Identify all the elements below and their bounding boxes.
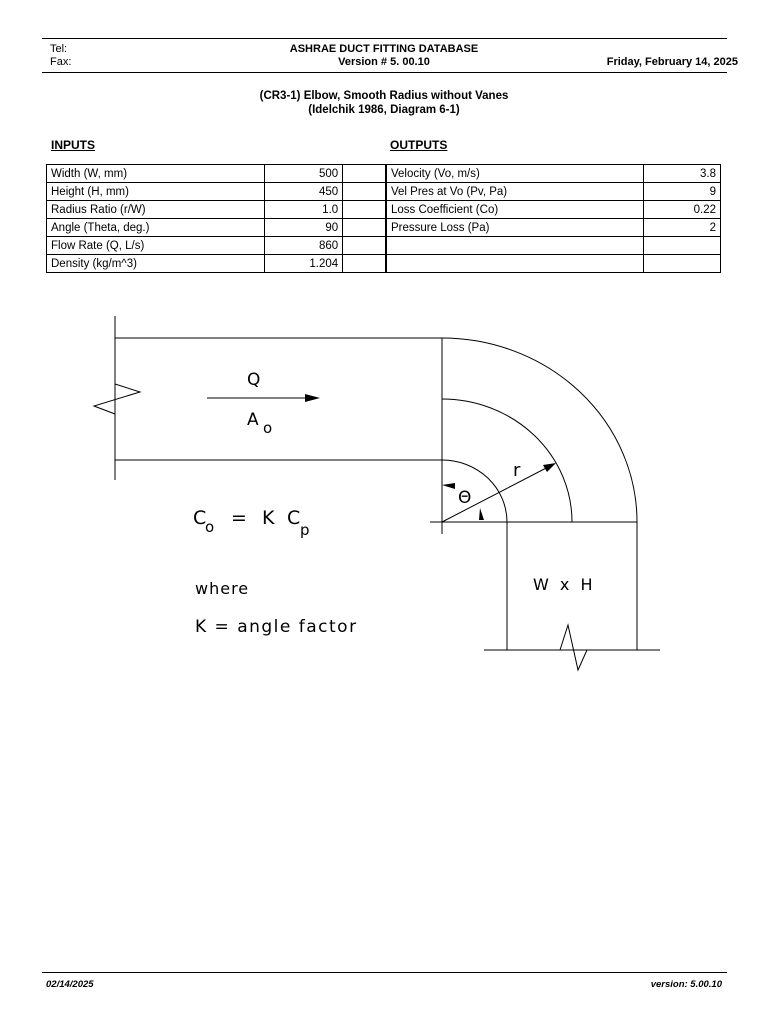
table-row [385, 236, 721, 255]
output-value: 0.22 [643, 200, 721, 219]
empty-cell [342, 218, 386, 237]
input-label: Width (W, mm) [45, 164, 266, 183]
footer-version: version: 5.00.10 [650, 979, 722, 990]
input-value: 90 [264, 218, 344, 237]
formula-base-coefficient: C [287, 507, 300, 529]
output-label: Pressure Loss (Pa) [385, 218, 645, 237]
inputs-heading: INPUTS [51, 138, 96, 152]
table-row: Velocity (Vo, m/s) 3.8 [385, 164, 721, 183]
table-row: Loss Coefficient (Co) 0.22 [385, 200, 721, 219]
output-value [643, 236, 721, 255]
table-row: Angle (Theta, deg.) 90 [45, 218, 386, 237]
radius-symbol: r [513, 460, 521, 481]
input-label: Height (H, mm) [45, 182, 266, 201]
area-symbol: A [247, 410, 259, 430]
fitting-title: (CR3-1) Elbow, Smooth Radius without Van… [259, 90, 509, 102]
empty-cell [342, 254, 386, 273]
database-title: ASHRAE DUCT FITTING DATABASE [289, 43, 479, 55]
table-row [385, 254, 721, 273]
angle-tick-horizontal [479, 508, 484, 520]
output-value: 3.8 [643, 164, 721, 183]
output-value: 9 [643, 182, 721, 201]
empty-cell [342, 164, 386, 183]
formula-equals: = [231, 507, 247, 529]
footer-date: 02/14/2025 [46, 979, 94, 990]
output-label: Vel Pres at Vo (Pv, Pa) [385, 182, 645, 201]
input-value: 500 [264, 164, 344, 183]
output-label [385, 236, 645, 255]
table-row: Radius Ratio (r/W) 1.0 [45, 200, 386, 219]
empty-cell [342, 182, 386, 201]
radius-line [441, 464, 553, 523]
outputs-table: Velocity (Vo, m/s) 3.8 Vel Pres at Vo (P… [385, 164, 721, 273]
angle-symbol: Θ [458, 488, 471, 508]
angle-tick-vertical [442, 483, 455, 489]
radius-arrow-head [543, 463, 556, 472]
version-line: Version # 5. 00.10 [338, 56, 430, 68]
formula-base-coefficient-sub: p [300, 521, 310, 539]
input-value: 1.0 [264, 200, 344, 219]
output-label: Velocity (Vo, m/s) [385, 164, 645, 183]
input-value: 450 [264, 182, 344, 201]
output-label [385, 254, 645, 273]
k-definition: K = angle factor [195, 617, 358, 637]
header-bottom-rule [42, 72, 727, 73]
table-row: Density (kg/m^3) 1.204 [45, 254, 386, 273]
table-row: Vel Pres at Vo (Pv, Pa) 9 [385, 182, 721, 201]
formula-angle-factor: K [262, 507, 275, 529]
flow-arrow-head [305, 394, 320, 402]
area-subscript: o [263, 419, 272, 437]
formula-loss-coefficient-sub: o [205, 518, 214, 536]
output-label: Loss Coefficient (Co) [385, 200, 645, 219]
table-row: Height (H, mm) 450 [45, 182, 386, 201]
input-value: 1.204 [264, 254, 344, 273]
elbow-inner-arc [441, 459, 508, 523]
table-row: Pressure Loss (Pa) 2 [385, 218, 721, 237]
table-row: Width (W, mm) 500 [45, 164, 386, 183]
empty-cell [342, 236, 386, 255]
report-date: Friday, February 14, 2025 [606, 56, 738, 68]
output-value [643, 254, 721, 273]
flow-symbol: Q [247, 370, 260, 390]
elbow-center-arc [441, 398, 573, 523]
header-top-rule [42, 38, 727, 39]
output-value: 2 [643, 218, 721, 237]
input-value: 860 [264, 236, 344, 255]
outlet-dimensions-label: W x H [533, 575, 596, 594]
inlet-break-symbol [92, 383, 142, 415]
fitting-reference: (Idelchik 1986, Diagram 6-1) [308, 104, 460, 116]
where-text: where [195, 579, 249, 598]
outputs-heading: OUTPUTS [390, 138, 448, 152]
input-label: Angle (Theta, deg.) [45, 218, 266, 237]
inputs-table: Width (W, mm) 500 Height (H, mm) 450 Rad… [45, 164, 386, 273]
input-label: Density (kg/m^3) [45, 254, 266, 273]
table-row: Flow Rate (Q, L/s) 860 [45, 236, 386, 255]
outlet-break-symbol [559, 623, 588, 672]
elbow-outer-arc [441, 337, 638, 523]
footer-rule [42, 972, 727, 973]
formula-loss-coefficient: C [193, 507, 206, 529]
input-label: Radius Ratio (r/W) [45, 200, 266, 219]
fax-label: Fax: [50, 56, 72, 68]
tel-label: Tel: [50, 43, 68, 55]
elbow-diagram: Q A o r Θ C o = K C p where K = angle fa… [92, 316, 660, 672]
input-label: Flow Rate (Q, L/s) [45, 236, 266, 255]
empty-cell [342, 200, 386, 219]
